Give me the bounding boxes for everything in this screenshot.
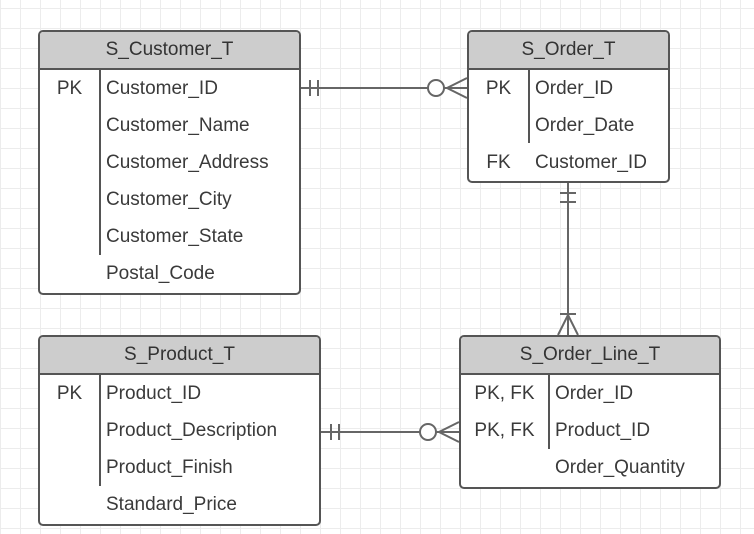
key-cell (461, 449, 548, 486)
key-cell: PK (485, 78, 512, 99)
key-cell (40, 181, 99, 218)
relationship-product-orderline[interactable] (321, 421, 460, 443)
crowfoot-mark (444, 77, 468, 99)
zero-circle-mark (419, 423, 437, 441)
crowfoot-mark (557, 312, 579, 336)
column-name: Product_ID (106, 383, 202, 404)
key-cell: PK, FK (474, 420, 535, 441)
relationship-order-orderline[interactable] (557, 183, 579, 336)
key-column: PK (40, 375, 101, 486)
column-name: Standard_Price (106, 494, 237, 515)
attribute-column: Order_ID Product_ID Order_Quantity (550, 375, 685, 487)
column-name: Order_Date (535, 115, 635, 136)
key-cell (40, 412, 99, 449)
key-cell (40, 486, 99, 523)
key-column: PK FK (469, 70, 530, 173)
key-cell: PK (56, 383, 83, 404)
column-name: Order_ID (555, 383, 634, 404)
entity-title: S_Product_T (40, 337, 319, 375)
relationship-customer-order[interactable] (301, 77, 468, 99)
column-name: Postal_Code (106, 263, 215, 284)
crowfoot-mark (436, 421, 460, 443)
key-cell (40, 218, 99, 255)
column-name: Order_ID (535, 78, 614, 99)
column-name: Product_ID (555, 420, 651, 441)
column-name: Customer_Address (106, 152, 269, 173)
key-cell (40, 144, 99, 181)
column-name: Customer_ID (535, 152, 647, 173)
entity-orderline[interactable]: S_Order_Line_T PK, FK PK, FK Order_ID Produ… (459, 335, 721, 489)
key-cell: FK (486, 152, 511, 173)
entity-title: S_Customer_T (40, 32, 299, 70)
column-name: Customer_State (106, 226, 244, 247)
column-name: Product_Finish (106, 457, 233, 478)
key-cell (40, 449, 99, 486)
entity-product[interactable]: S_Product_T PK Product_ID Product_Descript… (38, 335, 321, 526)
key-column: PK (40, 70, 101, 255)
entity-title: S_Order_T (469, 32, 668, 70)
key-cell (40, 107, 99, 144)
key-cell: PK (56, 78, 83, 99)
column-name: Customer_ID (106, 78, 218, 99)
entity-title: S_Order_Line_T (461, 337, 719, 375)
key-cell (40, 255, 99, 292)
entity-body: PK, FK PK, FK Order_ID Product_ID Order_Quan… (461, 375, 719, 487)
column-name: Customer_City (106, 189, 232, 210)
zero-circle-mark (427, 79, 445, 97)
key-cell: PK, FK (474, 383, 535, 404)
column-name: Product_Description (106, 420, 278, 441)
key-cell (469, 107, 528, 144)
column-name: Customer_Name (106, 115, 250, 136)
column-name: Order_Quantity (555, 457, 685, 478)
key-column: PK, FK PK, FK (461, 375, 550, 449)
